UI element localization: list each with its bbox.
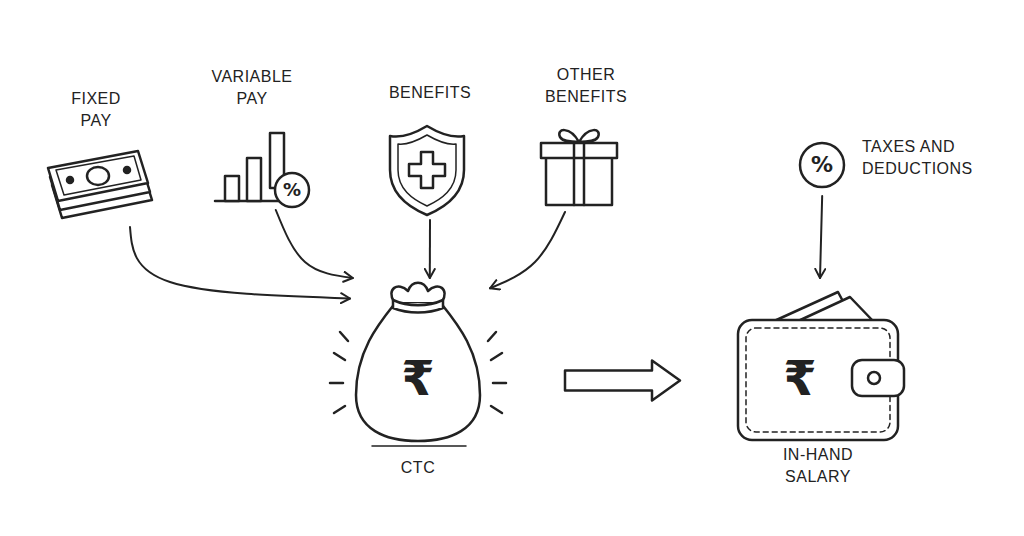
percent-circle-icon-part [800, 143, 844, 187]
wallet-icon [738, 292, 904, 440]
bar-chart-icon-part [275, 173, 309, 207]
item-label: VARIABLE PAY [211, 66, 292, 110]
item-label: FIXED PAY [62, 88, 131, 132]
item-label: OTHER BENEFITS [545, 64, 627, 108]
money-bag-icon-part [356, 302, 480, 441]
money-bag-icon-part [330, 382, 343, 385]
wallet-icon-part [746, 328, 890, 432]
bar-chart-icon-part [225, 176, 239, 201]
gift-icon-part [579, 130, 599, 142]
money-bag-icon-part [372, 445, 466, 447]
gift-icon-part [546, 157, 612, 205]
item-label: IN-HAND SALARY [772, 444, 864, 488]
item-label: CTC [401, 457, 435, 479]
item-label: BENEFITS [389, 82, 471, 104]
gift-icon-part [573, 143, 576, 205]
cash-stack-icon [48, 151, 152, 218]
curved-arrow [429, 220, 431, 278]
symbol-label: ₹ [401, 354, 434, 402]
wallet-icon-part [796, 297, 874, 322]
money-bag-icon-part [491, 406, 502, 413]
money-bag-icon-part [340, 332, 348, 341]
gift-icon-part [541, 143, 617, 158]
money-bag-icon-part [391, 283, 444, 302]
wallet-icon-part [852, 360, 904, 396]
gift-icon [541, 130, 617, 205]
bar-chart-icon-part [247, 158, 261, 201]
item-label: TAXES AND DEDUCTIONS [862, 136, 982, 180]
ctc-bag: ₹ CTC [350, 278, 490, 483]
cash-stack-icon-part [48, 151, 148, 201]
money-bag-icon-part [334, 406, 345, 413]
curved-arrow [130, 227, 350, 299]
money-bag-icon-part [488, 332, 496, 341]
wallet-icon-part [868, 372, 880, 384]
shield-icon [390, 126, 464, 215]
money-bag-icon-part [393, 300, 443, 313]
benefits-item: BENEFITS [380, 80, 480, 220]
in-hand-wallet: ₹IN-HAND SALARY [730, 278, 910, 482]
other-benefits-item: OTHER BENEFITS [532, 60, 642, 212]
gift-icon-part [583, 143, 586, 205]
money-bag-icon-part [334, 353, 345, 360]
curved-arrow [820, 196, 822, 278]
symbol-label: ₹ [783, 354, 816, 402]
block-arrow [565, 361, 680, 401]
symbol-label: % [811, 154, 833, 176]
deductions-item: % TAXES AND DEDUCTIONS [790, 130, 985, 196]
shield-icon-part [398, 135, 456, 206]
percent-circle-icon [800, 143, 844, 187]
cash-stack-icon-part [67, 177, 73, 183]
curved-arrow [276, 210, 353, 278]
bar-chart-icon [215, 133, 309, 207]
wallet-icon-part [738, 320, 898, 440]
curved-arrow [490, 212, 565, 288]
cash-stack-icon-part [124, 167, 130, 173]
fixed-pay-item: FIXED PAY [40, 95, 165, 227]
money-bag-icon-part [491, 353, 502, 360]
shield-icon-part [409, 152, 445, 188]
variable-pay-item: VARIABLE PAY% [205, 62, 323, 210]
gift-icon-part [559, 130, 579, 142]
money-bag-icon [330, 283, 506, 446]
cash-stack-icon-part [56, 156, 141, 195]
symbol-label: % [283, 181, 301, 199]
cash-stack-icon-part [87, 167, 109, 185]
money-bag-icon-part [493, 382, 506, 385]
shield-icon-part [390, 126, 464, 215]
